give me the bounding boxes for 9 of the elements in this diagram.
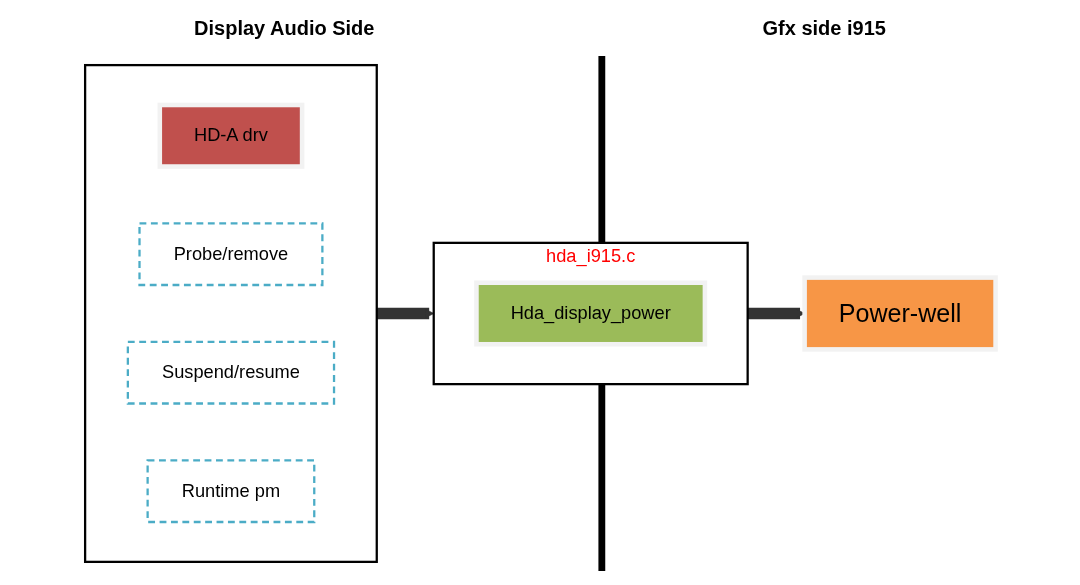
side-heading: Gfx side i915: [762, 16, 886, 40]
node-box: Runtime pm: [146, 459, 316, 524]
side-heading: Display Audio Side: [194, 16, 375, 40]
cluster: [83, 63, 378, 563]
node-box: Probe/remove: [138, 222, 324, 287]
node-box: Power-well: [802, 275, 998, 352]
node-box: HD-A drv: [157, 102, 305, 169]
node-box: Hda_display_power: [473, 280, 707, 347]
node-box: Suspend/resume: [126, 340, 335, 405]
